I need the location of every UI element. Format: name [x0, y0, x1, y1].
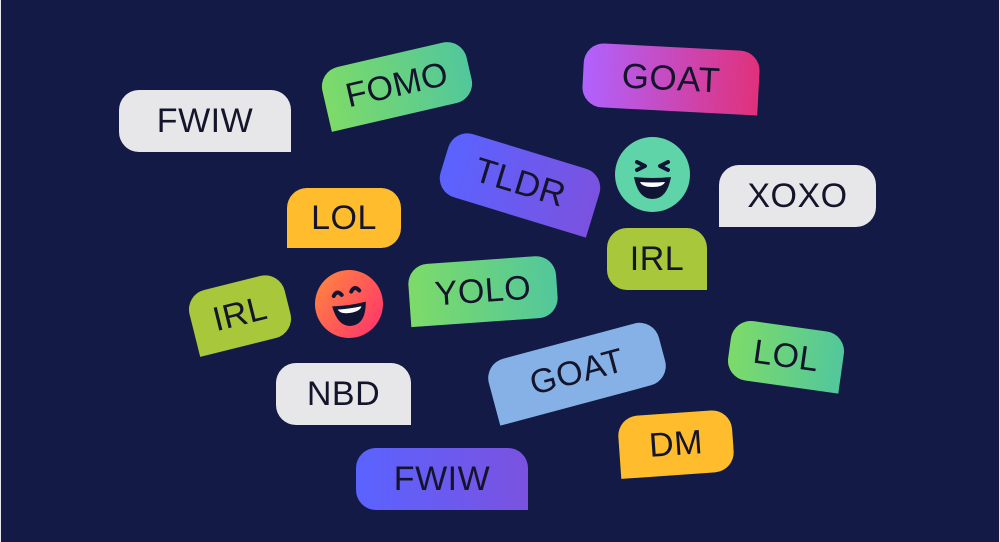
- bubble-nbd: NBD: [276, 363, 411, 425]
- bubble-label: YOLO: [433, 268, 533, 313]
- bubble-label: TLDR: [469, 150, 571, 215]
- bubble-fwiw: FWIW: [119, 90, 291, 152]
- bubble-label: IRL: [629, 239, 685, 278]
- bubble-label: GOAT: [525, 340, 629, 403]
- bubble-label: FWIW: [393, 459, 491, 498]
- bubble-label: FWIW: [156, 101, 254, 140]
- bubble-label: FOMO: [341, 54, 452, 115]
- bubble-label: XOXO: [747, 176, 848, 215]
- bubble-irl: IRL: [607, 228, 707, 290]
- bubble-label: NBD: [306, 374, 381, 413]
- laughing-face-icon: [310, 265, 388, 343]
- laughing-face-icon: [615, 137, 690, 212]
- bubble-label: GOAT: [620, 56, 722, 101]
- bubble-label: LOL: [750, 332, 822, 379]
- bubble-goat: GOAT: [483, 318, 671, 426]
- bubble-goat: GOAT: [581, 42, 761, 116]
- bubble-label: LOL: [311, 198, 377, 237]
- bubble-fomo: FOMO: [317, 38, 477, 132]
- bubble-yolo: YOLO: [407, 254, 559, 328]
- bubble-lol: LOL: [287, 188, 401, 248]
- bubble-label: DM: [647, 422, 705, 465]
- bubble-tldr: TLDR: [434, 128, 606, 238]
- bubble-lol: LOL: [725, 318, 847, 394]
- bubble-irl: IRL: [184, 271, 296, 357]
- bubble-fwiw: FWIW: [356, 448, 528, 510]
- bubble-dm: DM: [616, 409, 736, 479]
- bubble-label: IRL: [208, 288, 271, 339]
- bubble-xoxo: XOXO: [719, 165, 876, 227]
